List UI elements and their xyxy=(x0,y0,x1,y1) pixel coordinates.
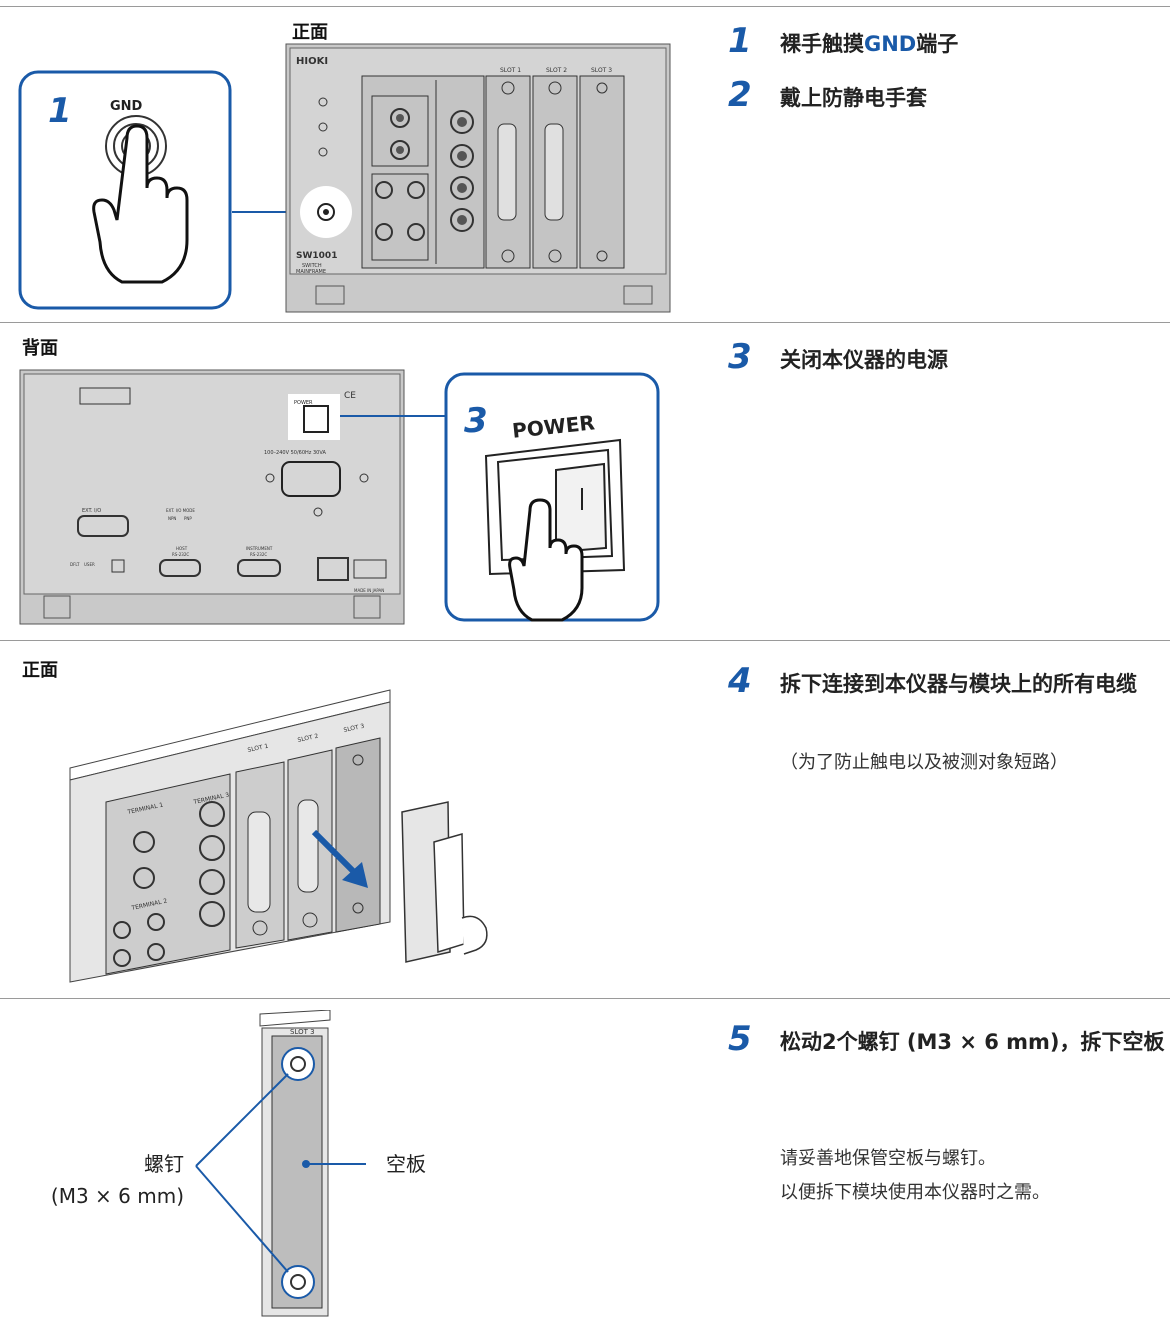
step-4: 4 拆下连接到本仪器与模块上的所有电缆 xyxy=(728,664,1170,704)
svg-text:INSTRUMENT: INSTRUMENT xyxy=(246,546,273,551)
svg-text:USER: USER xyxy=(84,562,95,567)
step-number: 2 xyxy=(728,75,752,115)
step-1: 1 裸手触摸GND端子 xyxy=(728,24,958,64)
slot-label: SLOT 3 xyxy=(290,1028,315,1036)
svg-text:SLOT 3: SLOT 3 xyxy=(591,67,612,74)
svg-text:RS-232C: RS-232C xyxy=(172,552,189,557)
svg-text:EXT. I/O MODE: EXT. I/O MODE xyxy=(166,508,195,513)
svg-text:MADE IN JAPAN: MADE IN JAPAN xyxy=(354,588,384,593)
section-label-front: 正面 xyxy=(292,22,328,43)
step-number: 1 xyxy=(728,21,752,61)
hand-icon xyxy=(508,498,584,622)
svg-text:SLOT 1: SLOT 1 xyxy=(247,743,269,754)
step-5-note: 请妥善地保管空板与螺钉。 以便拆下模块使用本仪器时之需。 xyxy=(780,1142,1050,1210)
svg-text:SLOT 3: SLOT 3 xyxy=(343,723,365,734)
hand-icon xyxy=(92,124,189,284)
section-label-rear: 背面 xyxy=(22,338,58,359)
svg-text:PNP: PNP xyxy=(184,516,192,521)
svg-text:HIOKI: HIOKI xyxy=(296,56,328,67)
step-text: 戴上防静电手套 xyxy=(780,86,927,110)
gnd-label: GND xyxy=(110,99,143,114)
step-number: 4 xyxy=(728,661,752,701)
divider xyxy=(0,998,1170,999)
svg-text:SLOT 1: SLOT 1 xyxy=(500,67,521,74)
note-line: 请妥善地保管空板与螺钉。 xyxy=(780,1148,996,1169)
svg-text:HOST: HOST xyxy=(176,546,188,551)
svg-text:CE: CE xyxy=(344,391,356,401)
svg-text:NPN: NPN xyxy=(168,516,176,521)
step-text: 裸手触摸GND端子 xyxy=(780,32,959,56)
step-5: 5 松动2个螺钉 (M3 × 6 mm)，拆下空板 xyxy=(728,1022,1170,1062)
svg-text:SW1001: SW1001 xyxy=(296,251,337,261)
blank-panel-label: 空板 xyxy=(386,1152,426,1176)
screw-name: 螺钉 xyxy=(144,1152,184,1176)
gnd-accent: GND xyxy=(864,32,917,56)
cable-removal-figure: TERMINAL 1 TERMINAL 2 TERMINAL 3 SLOT 1 … xyxy=(60,682,530,992)
divider xyxy=(0,322,1170,323)
svg-text:SLOT 2: SLOT 2 xyxy=(297,733,319,744)
svg-text:RS-232C: RS-232C xyxy=(250,552,267,557)
blank-panel-figure: SLOT 3 xyxy=(0,1010,440,1322)
note-line: 以便拆下模块使用本仪器时之需。 xyxy=(780,1182,1050,1203)
screw-label: 螺钉 (M3 × 6 mm) xyxy=(20,1148,184,1212)
section-label-front: 正面 xyxy=(22,660,58,681)
svg-text:SLOT 2: SLOT 2 xyxy=(546,67,567,74)
screw-spec: (M3 × 6 mm) xyxy=(50,1184,184,1208)
divider xyxy=(0,6,1170,7)
step-number: 3 xyxy=(728,337,752,377)
svg-text:DFLT: DFLT xyxy=(70,562,80,567)
step-text: 关闭本仪器的电源 xyxy=(780,348,948,372)
step-2: 2 戴上防静电手套 xyxy=(728,78,927,118)
svg-text:EXT. I/O: EXT. I/O xyxy=(82,508,101,514)
step-number: 3 xyxy=(464,401,488,441)
step-number: 1 xyxy=(48,91,72,131)
step-text: 松动2个螺钉 (M3 × 6 mm)，拆下空板 xyxy=(780,1030,1165,1054)
svg-text:SWITCH: SWITCH xyxy=(302,263,322,269)
svg-text:POWER: POWER xyxy=(294,400,313,406)
divider xyxy=(0,640,1170,641)
step-4-note: （为了防止触电以及被测对象短路） xyxy=(780,752,1068,773)
svg-text:MAINFRAME: MAINFRAME xyxy=(296,269,326,275)
rear-panel-figure: CE POWER 100–240V 50/60Hz 30VA EXT. I/O … xyxy=(0,360,670,630)
svg-text:100–240V 50/60Hz 30VA: 100–240V 50/60Hz 30VA xyxy=(264,450,326,456)
step-number: 5 xyxy=(728,1019,752,1059)
step-3: 3 关闭本仪器的电源 xyxy=(728,340,948,380)
front-panel-figure: 1 GND HIOKI SW1001 SWITCH MAINFRAME SLOT… xyxy=(0,0,680,320)
step-text: 拆下连接到本仪器与模块上的所有电缆 xyxy=(780,672,1137,696)
